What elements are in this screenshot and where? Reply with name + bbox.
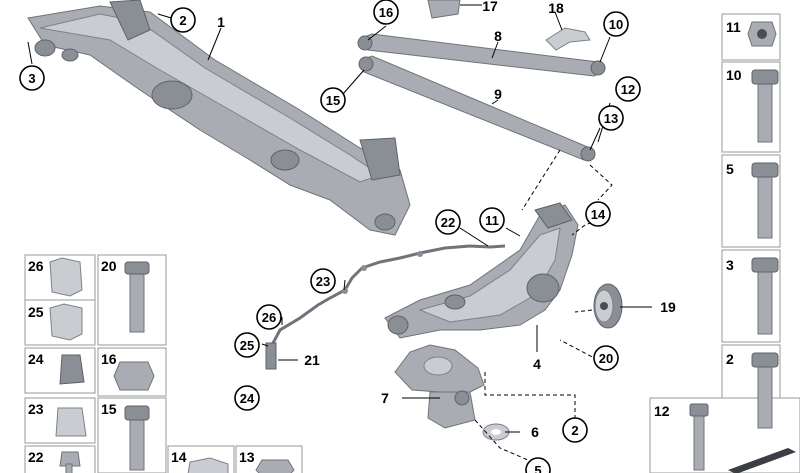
callout-10: 10: [603, 11, 629, 37]
callout-3: 3: [19, 65, 45, 91]
callout-text: 4: [533, 356, 541, 372]
callout-text: 11: [485, 213, 499, 228]
callout-text: 5: [534, 463, 541, 473]
callout-text: 18: [548, 0, 564, 16]
callout-4: 4: [533, 356, 541, 372]
box-label-23: 23: [28, 401, 44, 417]
callout-6: 6: [531, 424, 539, 440]
left-parts-grid: [24, 254, 303, 473]
box-label-15: 15: [101, 401, 117, 417]
callout-text: 13: [604, 111, 618, 126]
callout-8: 8: [494, 28, 502, 44]
callout-text: 22: [441, 215, 455, 230]
document-icon: [728, 448, 796, 473]
callout-text: 9: [494, 86, 502, 102]
callout-text: 6: [531, 424, 539, 440]
callout-text: 8: [494, 28, 502, 44]
sensor-cable-23: [265, 244, 506, 370]
box-label-14: 14: [171, 449, 187, 465]
box-label-25: 25: [28, 304, 44, 320]
callout-text: 23: [316, 274, 330, 289]
clip-18: [545, 27, 591, 51]
strut-mount-7: [394, 344, 485, 429]
box-label-3: 3: [726, 257, 734, 273]
callout-text: 12: [621, 82, 635, 97]
callout-19: 19: [660, 299, 676, 315]
callout-text: 7: [381, 390, 389, 406]
bracket-17: [427, 0, 461, 19]
callout-17: 17: [482, 0, 498, 14]
callout-16: 16: [373, 0, 399, 25]
callout-1: 1: [217, 14, 225, 30]
callout-text: 1: [217, 14, 225, 30]
box-label-26: 26: [28, 258, 44, 274]
callout-26: 26: [256, 304, 282, 330]
control-arm-8: [357, 33, 606, 77]
callout-text: 21: [304, 352, 320, 368]
callout-20: 20: [593, 345, 619, 371]
callout-12: 12: [615, 76, 641, 102]
callout-21: 21: [304, 352, 320, 368]
callout-7: 7: [381, 390, 389, 406]
rear-axle-carrier: [27, 0, 411, 236]
box-label-13: 13: [239, 449, 255, 465]
wheel-hub-19: [593, 283, 623, 329]
callout-text: 2: [179, 13, 186, 28]
callout-text: 2: [571, 423, 578, 438]
callout-15: 15: [320, 87, 346, 113]
callout-23: 23: [310, 268, 336, 294]
box-label-22: 22: [28, 449, 44, 465]
callout-2: 2: [562, 417, 588, 443]
box-label-16: 16: [101, 351, 117, 367]
control-arm-9: [358, 55, 596, 162]
callout-18: 18: [548, 0, 564, 16]
callout-13: 13: [598, 105, 624, 131]
right-parts-column: [649, 13, 800, 473]
box-label-12: 12: [654, 403, 670, 419]
callout-text: 25: [240, 338, 254, 353]
box-label-24: 24: [28, 351, 44, 367]
callout-text: 3: [28, 71, 35, 86]
wheel-carrier-4: [384, 202, 579, 339]
callout-text: 15: [326, 93, 340, 108]
callout-text: 16: [379, 5, 393, 20]
callout-text: 19: [660, 299, 676, 315]
callout-text: 14: [591, 207, 606, 222]
callout-11: 11: [479, 207, 505, 233]
callout-text: 20: [599, 351, 613, 366]
box-label-5: 5: [726, 161, 734, 177]
callout-9: 9: [494, 86, 502, 102]
callout-25: 25: [234, 332, 260, 358]
box-label-11: 11: [726, 19, 741, 35]
box-label-20: 20: [101, 258, 117, 274]
callout-text: 24: [240, 391, 255, 406]
callout-2: 2: [170, 7, 196, 33]
callout-text: 10: [609, 17, 623, 32]
callout-5: 5: [525, 457, 551, 473]
callout-24: 24: [234, 385, 260, 411]
callout-22: 22: [435, 209, 461, 235]
callout-text: 26: [262, 310, 276, 325]
callout-text: 17: [482, 0, 498, 14]
box-label-10: 10: [726, 67, 742, 83]
box-label-2: 2: [726, 351, 734, 367]
callout-14: 14: [585, 201, 611, 227]
